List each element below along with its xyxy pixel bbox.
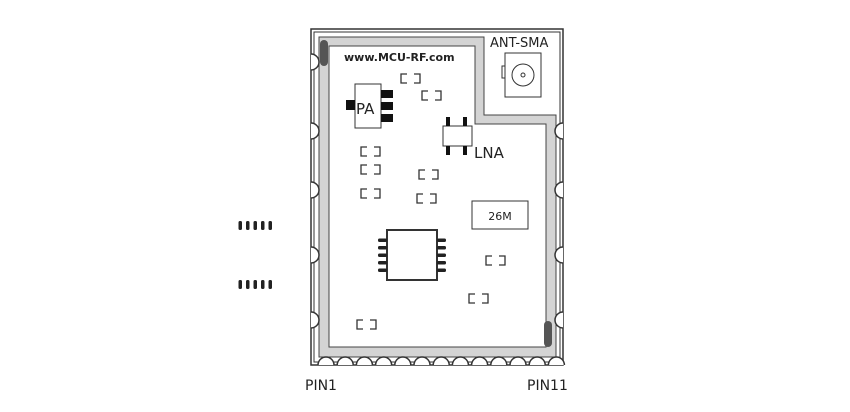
antenna-connector: [501, 52, 542, 98]
left-pin-pad: [310, 311, 320, 329]
qfn-pin: [437, 261, 446, 265]
qfn-pin: [261, 280, 265, 289]
passive-component: [400, 73, 421, 84]
bottom-pin-pad: [451, 356, 470, 366]
bottom-pin-pad: [394, 356, 412, 366]
passive-component: [356, 319, 377, 330]
left-pin-pad: [310, 181, 320, 199]
shield-marker-top-left: [320, 40, 328, 66]
mcu-qfn-chip: [238, 221, 446, 289]
antenna-label: ANT-SMA: [490, 36, 549, 51]
pa-label: PA: [356, 100, 375, 118]
qfn-pin: [437, 268, 446, 272]
qfn-pin: [378, 238, 387, 242]
passive-component: [468, 293, 489, 304]
right-pin-pad: [554, 311, 564, 329]
passive-component: [416, 193, 437, 204]
castellated-pins: [310, 53, 566, 366]
shield-band: [318, 36, 557, 358]
qfn-pin: [437, 238, 446, 242]
shield-marker-bottom-right: [544, 321, 552, 347]
bottom-pin-pad: [490, 356, 508, 366]
left-pin-pad: [310, 122, 320, 140]
qfn-pin: [378, 261, 387, 265]
qfn-pin: [437, 253, 446, 257]
qfn-pin: [378, 253, 387, 257]
bottom-pin-pad: [547, 356, 566, 366]
right-pin-pad: [554, 122, 564, 140]
website-label: www.MCU-RF.com: [344, 51, 455, 64]
qfn-pin: [437, 246, 446, 250]
pa-chip: [346, 83, 393, 129]
passive-component: [421, 90, 442, 101]
qfn-pin: [238, 280, 242, 289]
qfn-pin: [238, 221, 242, 230]
passive-component: [360, 146, 381, 157]
right-pin-pad: [554, 246, 564, 264]
left-pin-pad: [310, 246, 320, 264]
qfn-pin: [246, 221, 250, 230]
lna-label: LNA: [474, 144, 505, 162]
qfn-pin: [378, 246, 387, 250]
bottom-pin-pad: [432, 356, 450, 366]
lna-chip: [442, 117, 473, 155]
bottom-pin-pad: [355, 356, 374, 366]
passive-component: [418, 169, 439, 180]
pin11-label: PIN11: [527, 378, 568, 394]
passive-components: [356, 73, 506, 330]
passive-component: [360, 188, 381, 199]
passive-component: [360, 164, 381, 175]
qfn-pin: [268, 280, 272, 289]
bottom-pin-pad: [509, 356, 527, 366]
qfn-pin: [246, 280, 250, 289]
bottom-pin-pad: [317, 356, 335, 366]
crystal-box: [471, 200, 529, 230]
passive-component: [485, 255, 506, 266]
qfn-pin: [253, 221, 257, 230]
bottom-pin-pad: [528, 356, 546, 366]
bottom-pin-pad: [413, 356, 431, 366]
crystal-label: 26M: [488, 210, 512, 223]
qfn-pin: [268, 221, 272, 230]
right-pin-pad: [554, 181, 564, 199]
left-pin-pad: [310, 53, 320, 71]
pin1-label: PIN1: [305, 378, 337, 394]
qfn-pin: [253, 280, 257, 289]
bottom-pin-pad: [470, 356, 489, 366]
bottom-pin-pad: [336, 356, 354, 366]
qfn-pin: [261, 221, 265, 230]
bottom-pin-pad: [374, 356, 393, 366]
qfn-pin: [378, 268, 387, 272]
